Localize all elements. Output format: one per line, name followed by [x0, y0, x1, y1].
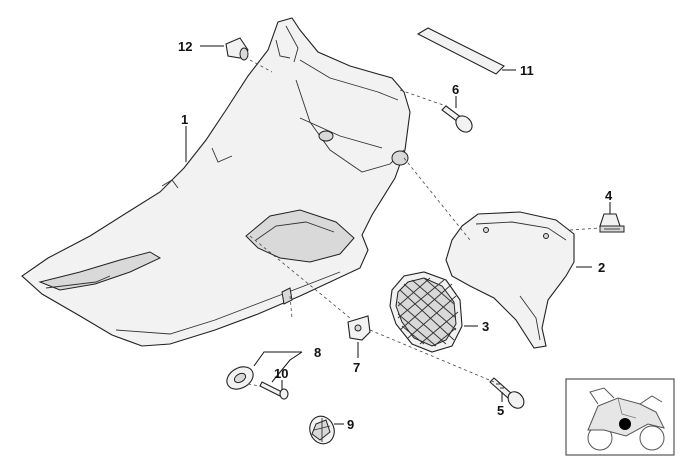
callout-11: 11 — [520, 63, 534, 78]
part-3-grille — [389, 271, 463, 353]
callout-3: 3 — [482, 319, 489, 334]
callout-2: 2 — [598, 260, 605, 275]
leader-lines — [185, 45, 611, 425]
callout-10: 10 — [274, 366, 288, 381]
assembly-lines — [247, 59, 601, 387]
part-9-emblem — [309, 415, 335, 445]
callout-7: 7 — [353, 360, 360, 375]
callout-12: 12 — [178, 39, 192, 54]
motorcycle-icon — [587, 387, 665, 451]
callout-8: 8 — [314, 345, 321, 360]
locator-thumbnail — [565, 378, 675, 456]
location-marker — [619, 418, 631, 430]
callout-labels: 1 2 3 4 5 6 7 8 9 10 11 12 — [178, 39, 613, 432]
callout-5: 5 — [497, 403, 504, 418]
part-7-clip — [347, 315, 371, 341]
part-2-side-cover — [445, 211, 575, 349]
part-10-pin — [259, 381, 289, 400]
part-11-strip — [416, 27, 505, 75]
part-6-screw — [441, 105, 473, 133]
part-1-side-panel — [21, 17, 411, 347]
part-12-plug — [225, 37, 249, 61]
part-8-grommet — [226, 366, 254, 390]
callout-9: 9 — [347, 417, 354, 432]
part-5-screw — [489, 377, 525, 409]
callout-6: 6 — [452, 82, 459, 97]
part-4-screw — [599, 213, 625, 233]
callout-1: 1 — [181, 112, 188, 127]
callout-4: 4 — [605, 188, 613, 203]
